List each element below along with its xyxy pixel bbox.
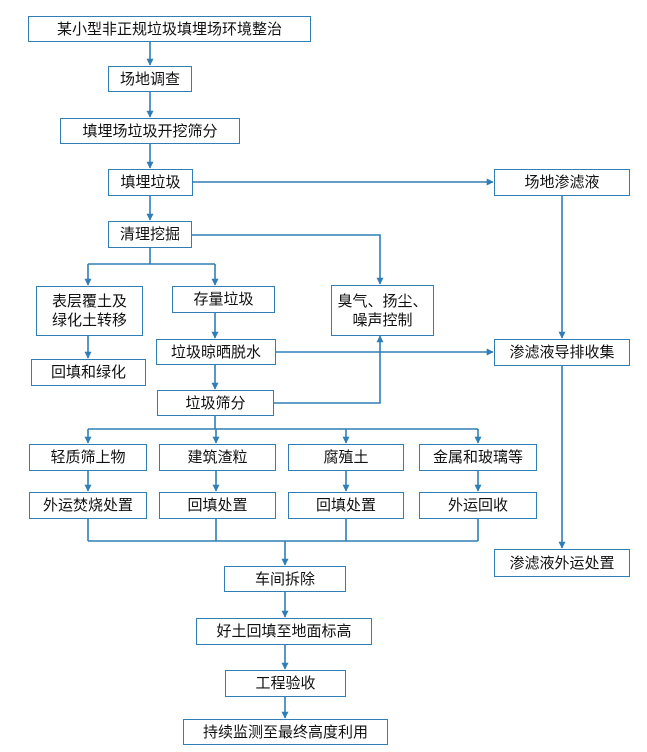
node-site-leachate: 场地渗滤液 (494, 169, 630, 196)
node-backfill-green: 回填和绿化 (31, 359, 146, 386)
node-dry-dewater: 垃圾晾晒脱水 (156, 339, 276, 365)
node-waste-screen: 垃圾筛分 (157, 390, 274, 416)
node-site-survey: 场地调查 (108, 66, 192, 92)
arrow-screen-to-odor (274, 335, 384, 404)
node-monitoring: 持续监测至最终高度利用 (183, 719, 388, 745)
node-odor-control-line1: 臭气、扬尘、 (337, 291, 428, 310)
node-landfill-waste: 填埋垃圾 (108, 169, 193, 196)
node-backfill-2: 回填处置 (288, 492, 404, 519)
node-light-material: 轻质筛上物 (29, 444, 147, 471)
node-humus: 腐殖土 (288, 444, 404, 471)
node-clean-dig: 清理挖掘 (108, 221, 192, 248)
node-top: 某小型非正规垃圾填埋场环境整治 (28, 16, 311, 42)
node-surface-soil-line1: 表层覆土及 (51, 292, 127, 310)
node-surface-soil-line2: 绿化土转移 (51, 311, 127, 329)
node-workshop-demolish: 车间拆除 (224, 566, 346, 592)
node-surface-soil: 表层覆土及 绿化土转移 (36, 286, 143, 336)
node-building-residue: 建筑渣粒 (159, 444, 276, 471)
node-odor-control: 臭气、扬尘、 噪声控制 (331, 285, 434, 336)
line-clean-to-odor (191, 234, 384, 285)
node-incinerate: 外运焚烧处置 (29, 492, 147, 519)
node-stock-waste: 存量垃圾 (172, 286, 275, 313)
node-excavate-screen: 填埋场垃圾开挖筛分 (60, 118, 240, 144)
node-good-soil-backfill: 好土回填至地面标高 (196, 618, 372, 645)
node-backfill-1: 回填处置 (159, 492, 276, 519)
node-odor-control-line2: 噪声控制 (352, 310, 413, 329)
node-acceptance: 工程验收 (225, 670, 346, 697)
node-leachate-external: 渗滤液外运处置 (494, 549, 630, 577)
node-metal-glass: 金属和玻璃等 (419, 444, 537, 471)
node-recycle: 外运回收 (419, 492, 537, 519)
node-leachate-collect: 渗滤液导排收集 (494, 339, 630, 366)
